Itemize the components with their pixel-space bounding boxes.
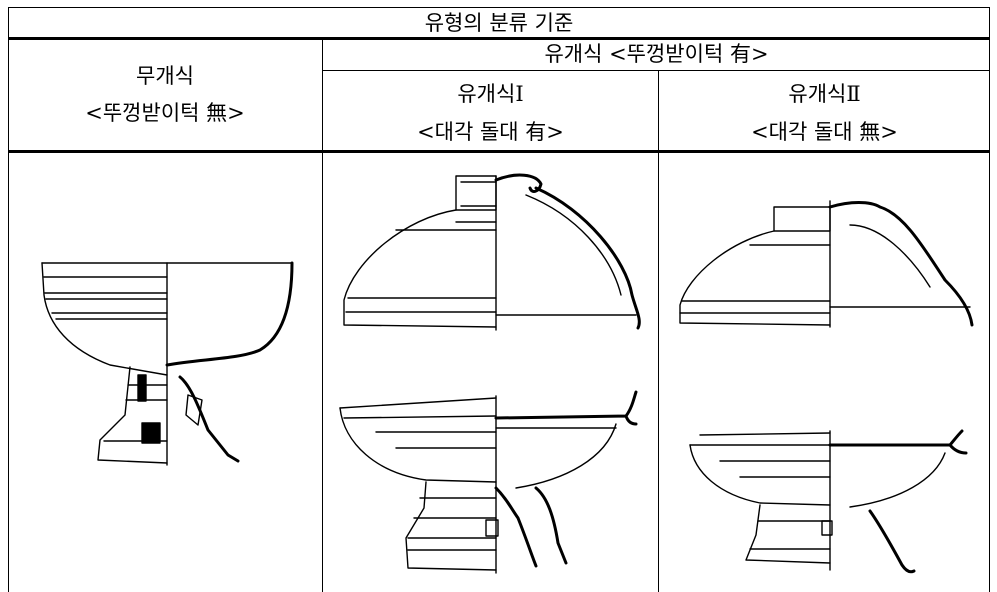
type1-note: <대각 돌대 有> (417, 120, 564, 144)
lid-icon (343, 173, 641, 331)
type1-lid-drawing (343, 173, 641, 331)
type1-footed-cup-drawing (339, 390, 638, 574)
column-divider-1 (322, 38, 323, 592)
footed-cup-icon (689, 429, 968, 574)
table-top-border (8, 7, 990, 8)
footed-cup-icon (339, 390, 638, 574)
plain-type-note: <뚜껑받이턱 無> (85, 101, 245, 125)
lidded-type-name: 유개식 <뚜껑받이턱 有> (544, 42, 769, 66)
table-title: 유형의 분류 기준 (424, 11, 574, 35)
column-divider-2 (658, 70, 659, 592)
plain-footed-cup-drawing (41, 261, 294, 466)
type2-name: 유개식Ⅱ (788, 82, 861, 106)
header-bottom-border (8, 150, 990, 153)
table-left-border (8, 7, 9, 592)
type2-footed-cup-drawing (689, 429, 968, 574)
lidded-header-divider (323, 70, 990, 71)
type1-name: 유개식Ⅰ (457, 82, 524, 106)
table-right-border (989, 7, 990, 592)
footed-cup-icon (41, 261, 294, 466)
type2-note: <대각 돌대 無> (751, 120, 898, 144)
title-bottom-border (8, 37, 990, 40)
type2-lid-drawing (679, 200, 974, 328)
lid-icon (679, 200, 974, 328)
plain-type-name: 무개식 (136, 64, 194, 88)
